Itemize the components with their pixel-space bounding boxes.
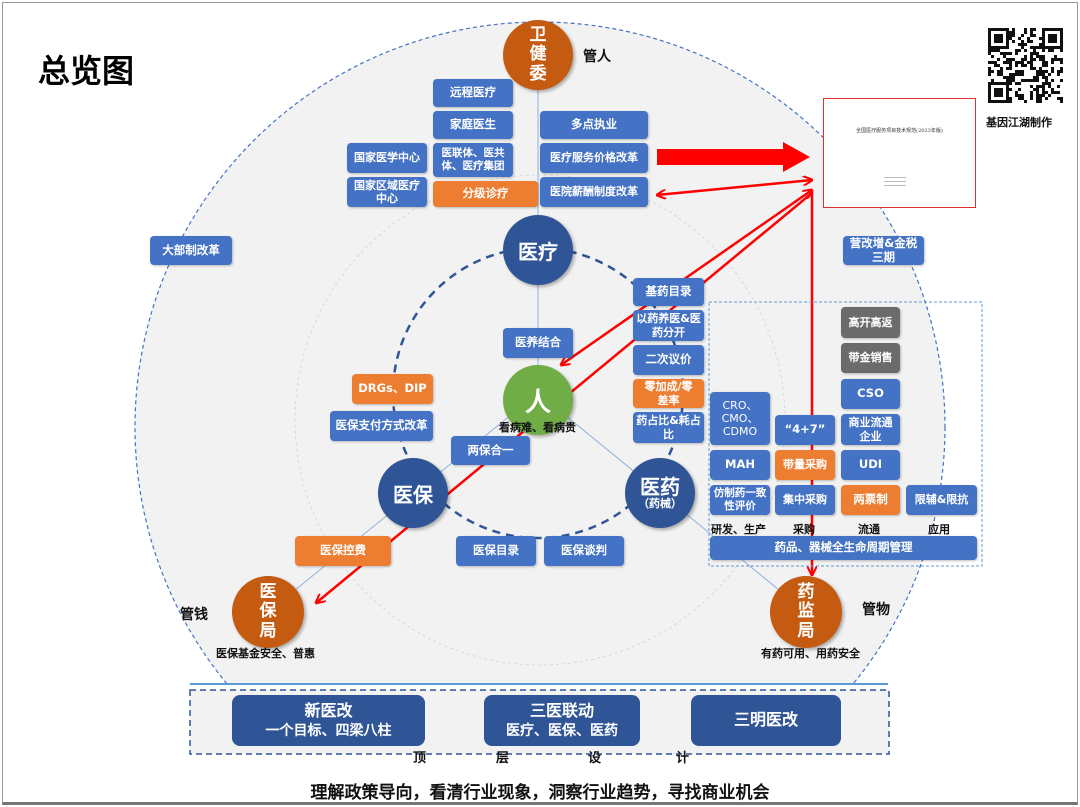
box-two-insurance-merger[interactable]: 两保合一 <box>451 436 530 465</box>
box-title: 三医联动 <box>529 701 594 720</box>
box-medical-elderly-care[interactable]: 医养结合 <box>503 328 573 358</box>
box-title: 新医改 <box>304 701 353 720</box>
document-title: 全国医疗服务项目技术规范(2023年版) <box>856 128 943 134</box>
agency-yjj[interactable]: 药监局 <box>770 576 842 648</box>
stage-label-procure: 采购 <box>793 523 815 536</box>
role-label-goods: 管物 <box>862 602 890 618</box>
node-yiliao[interactable]: 医疗 <box>503 215 573 285</box>
credit-label: 基因江湖制作 <box>986 116 1052 129</box>
node-yiyao-sub: （药械） <box>638 496 682 510</box>
node-yiyao[interactable]: 医药 （药械） <box>625 458 695 528</box>
agency-ybj[interactable]: 医保局 <box>232 576 304 648</box>
box-two-invoice-system[interactable]: 两票制 <box>841 485 900 515</box>
box-volume-procurement[interactable]: 带量采购 <box>775 450 835 480</box>
box-multi-site-practice[interactable]: 多点执业 <box>540 111 648 139</box>
box-mah[interactable]: MAH <box>710 450 770 480</box>
box-remote-medicine[interactable]: 远程医疗 <box>433 79 513 107</box>
top-design-char: 设 <box>588 751 602 766</box>
agency-char: 健 <box>529 44 547 65</box>
node-yibao[interactable]: 医保 <box>378 458 448 528</box>
agency-yjj-goal: 有药可用、用药安全 <box>761 647 860 660</box>
node-yiyao-label: 医药 <box>640 474 680 499</box>
person-pain-points: 看病难、看病贵 <box>499 421 576 434</box>
box-zero-markup[interactable]: 零加成/零差率 <box>633 379 704 408</box>
box-kickback-sales[interactable]: 带金销售 <box>841 343 900 373</box>
box-family-doctor[interactable]: 家庭医生 <box>433 111 513 139</box>
agency-ybj-goal: 医保基金安全、普惠 <box>216 647 315 660</box>
box-vat-reform[interactable]: 营改增&金税三期 <box>843 236 924 265</box>
box-payment-reform[interactable]: 医保支付方式改革 <box>330 411 433 441</box>
slogan: 理解政策导向，看清行业现象，洞察行业趋势，寻找商业机会 <box>310 783 770 803</box>
agency-char: 保 <box>259 601 277 622</box>
box-cro-cmo-cdmo[interactable]: CRO、CMO、CDMO <box>710 392 770 445</box>
box-generic-consistency[interactable]: 仿制药一致性评价 <box>710 485 770 515</box>
page-title: 总览图 <box>38 52 135 90</box>
box-cost-control[interactable]: 医保控费 <box>295 536 391 566</box>
box-subtitle: 医疗、医保、医药 <box>506 722 618 739</box>
box-secondary-bargaining[interactable]: 二次议价 <box>633 345 704 375</box>
box-super-ministry-reform[interactable]: 大部制改革 <box>150 236 232 265</box>
box-cso[interactable]: CSO <box>841 379 900 409</box>
agency-char: 药 <box>797 581 815 602</box>
box-restrict-adjuvant-antibiotic[interactable]: 限辅&限抗 <box>906 485 977 515</box>
box-high-invoice-rebate[interactable]: 高开高返 <box>841 307 900 338</box>
node-person[interactable]: 人 <box>503 365 573 435</box>
box-tiered-care[interactable]: 分级诊疗 <box>433 181 538 207</box>
box-insurance-negotiation[interactable]: 医保谈判 <box>544 536 624 566</box>
agency-char: 监 <box>797 601 815 622</box>
agency-char: 卫 <box>529 24 547 45</box>
box-drug-separation[interactable]: 以药养医&医药分开 <box>633 310 704 341</box>
document-thumbnail[interactable]: 全国医疗服务项目技术规范(2023年版) <box>823 98 976 208</box>
stage-label-application: 应用 <box>928 523 950 536</box>
box-insurance-catalog[interactable]: 医保目录 <box>456 536 536 566</box>
box-drug-ratio[interactable]: 药占比&耗占比 <box>633 412 704 443</box>
box-salary-reform[interactable]: 医院薪酬制度改革 <box>540 177 648 207</box>
box-lifecycle-management[interactable]: 药品、器械全生命周期管理 <box>710 536 977 560</box>
top-design-char: 层 <box>496 751 510 766</box>
agency-wjw[interactable]: 卫健委 <box>503 20 573 90</box>
stage-label-rd: 研发、生产 <box>711 523 766 536</box>
box-title: 三明医改 <box>733 710 798 730</box>
box-three-medical-linkage[interactable]: 三医联动医疗、医保、医药 <box>484 695 640 746</box>
role-label-people: 管人 <box>583 49 611 65</box>
box-subtitle: 一个目标、四梁八柱 <box>265 722 392 739</box>
box-4plus7[interactable]: “4+7” <box>775 415 835 445</box>
box-sanming-reform[interactable]: 三明医改 <box>691 695 841 746</box>
document-issuer-lines <box>884 177 906 189</box>
top-design-char: 计 <box>676 751 690 766</box>
agency-char: 委 <box>529 63 547 84</box>
agency-char: 局 <box>797 620 815 641</box>
agency-char: 医 <box>259 581 277 602</box>
box-essential-drug-list[interactable]: 基药目录 <box>633 278 704 306</box>
stage-label-circulation: 流通 <box>858 523 880 536</box>
box-regional-medical-center[interactable]: 国家区域医疗中心 <box>347 177 427 207</box>
box-drgs-dip[interactable]: DRGs、DIP <box>352 374 433 404</box>
box-price-reform[interactable]: 医疗服务价格改革 <box>540 143 648 173</box>
box-new-healthcare-reform[interactable]: 新医改一个目标、四梁八柱 <box>232 695 425 746</box>
qr-code-icon <box>988 28 1063 103</box>
agency-char: 局 <box>259 620 277 641</box>
top-design-char: 顶 <box>413 751 427 766</box>
box-centralized-procurement[interactable]: 集中采购 <box>775 485 835 515</box>
role-label-money: 管钱 <box>180 607 208 623</box>
box-distribution-enterprise[interactable]: 商业流通企业 <box>841 414 900 445</box>
box-udi[interactable]: UDI <box>841 450 900 480</box>
box-medical-alliance[interactable]: 医联体、医共体、医疗集团 <box>433 143 513 177</box>
box-national-medical-center[interactable]: 国家医学中心 <box>347 143 427 173</box>
